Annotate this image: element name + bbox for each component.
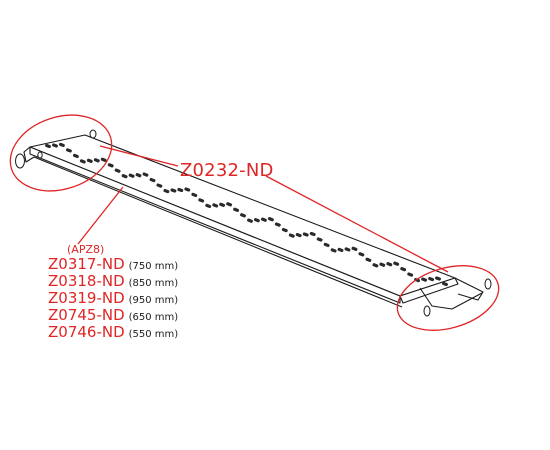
- grate-slot: [358, 252, 365, 257]
- grate-slot: [351, 246, 358, 251]
- hole-top-left: [89, 129, 97, 139]
- hole-left-small: [37, 151, 43, 159]
- variant-item: Z0745-ND(650 mm): [48, 307, 178, 324]
- grate-slot: [281, 227, 288, 233]
- grate-slot: [393, 261, 400, 266]
- callouts: [9, 114, 500, 331]
- grate-slot: [219, 202, 226, 207]
- variant-length: (950 mm): [128, 295, 179, 306]
- leader-variants: [77, 186, 124, 245]
- variant-item: Z0317-ND(750 mm): [48, 256, 178, 273]
- grate-slot: [295, 232, 302, 238]
- grate-slot: [226, 202, 233, 207]
- leader-right: [265, 175, 449, 273]
- grate-slot: [379, 262, 386, 267]
- grate-slot: [142, 172, 149, 177]
- variant-list: Z0317-ND(750 mm) Z0318-ND(850 mm) Z0319-…: [48, 256, 178, 341]
- variant-item: Z0319-ND(950 mm): [48, 290, 178, 307]
- mounting-holes: [37, 129, 492, 317]
- variant-code: Z0319-ND: [48, 289, 125, 307]
- grate-slot: [428, 276, 435, 282]
- grate-slot: [267, 217, 274, 222]
- grate-slot: [121, 174, 128, 179]
- grate-slot: [365, 257, 372, 262]
- grate-slot: [288, 233, 295, 238]
- variant-length: (550 mm): [128, 329, 179, 340]
- grate-slot: [135, 173, 142, 178]
- grate-slot: [58, 142, 65, 148]
- grate-slot: [442, 281, 448, 287]
- grate-slot: [184, 187, 191, 192]
- variant-code: Z0317-ND: [48, 255, 125, 273]
- grate-slot: [407, 272, 414, 277]
- grate-slot: [330, 248, 337, 253]
- grate-slot: [198, 198, 205, 203]
- grate-slot: [233, 207, 240, 212]
- grate-slot: [212, 203, 219, 208]
- grate-slot: [65, 148, 72, 153]
- hole-right-top: [484, 278, 492, 290]
- grate-slot: [386, 262, 393, 267]
- grate-slot: [253, 218, 260, 223]
- grate-slot: [93, 158, 100, 163]
- callout-ellipse-left: [9, 114, 113, 192]
- variant-length: (650 mm): [128, 312, 179, 323]
- grate-slot: [400, 267, 407, 272]
- grate-slot: [260, 217, 267, 222]
- leader-left: [99, 145, 179, 167]
- variant-item: Z0746-ND(550 mm): [48, 324, 178, 341]
- main-part-code: Z0232-ND: [180, 160, 274, 181]
- variant-code: Z0318-ND: [48, 272, 125, 290]
- callout-ellipse-right: [396, 265, 500, 331]
- grate-slot: [114, 168, 121, 173]
- grate-slot: [323, 242, 330, 248]
- variant-item: Z0318-ND(850 mm): [48, 273, 178, 290]
- hole-right-bottom: [423, 305, 431, 317]
- grate-slot: [337, 247, 344, 253]
- grate-slot: [177, 187, 184, 193]
- grate-slot: [149, 177, 156, 183]
- variant-code: Z0745-ND: [48, 306, 125, 324]
- grate-slot: [316, 237, 323, 242]
- grate-slot: [240, 213, 246, 218]
- grate-slot: [247, 218, 253, 223]
- variant-length: (850 mm): [128, 278, 179, 289]
- end-tabs: [15, 153, 25, 169]
- grate-slot: [309, 231, 316, 237]
- grate-slot: [45, 143, 51, 149]
- variant-group-label: (APZ8): [67, 243, 105, 256]
- grate-slot: [344, 247, 351, 252]
- grate-slot: [156, 183, 163, 188]
- grate-slot: [100, 157, 107, 162]
- grate-slot: [302, 232, 309, 237]
- grate-slot: [163, 188, 170, 194]
- variant-length: (750 mm): [128, 261, 179, 272]
- grate-slot: [170, 188, 177, 193]
- grate-slot: [86, 158, 93, 163]
- grate-slot: [128, 173, 135, 178]
- grate-slot: [372, 263, 379, 268]
- grate-slot: [205, 203, 212, 209]
- left-end-tab: [15, 153, 25, 169]
- grate-slot: [79, 159, 86, 164]
- grate-slot: [72, 153, 79, 159]
- grate-slot: [191, 192, 198, 198]
- grate-slots: [45, 142, 448, 287]
- variant-code: Z0746-ND: [48, 323, 125, 341]
- grate-slot: [421, 277, 428, 282]
- grate-slot: [52, 143, 58, 148]
- grate-slot: [274, 222, 281, 227]
- grate-slot: [107, 163, 114, 168]
- grate-slot: [435, 276, 441, 281]
